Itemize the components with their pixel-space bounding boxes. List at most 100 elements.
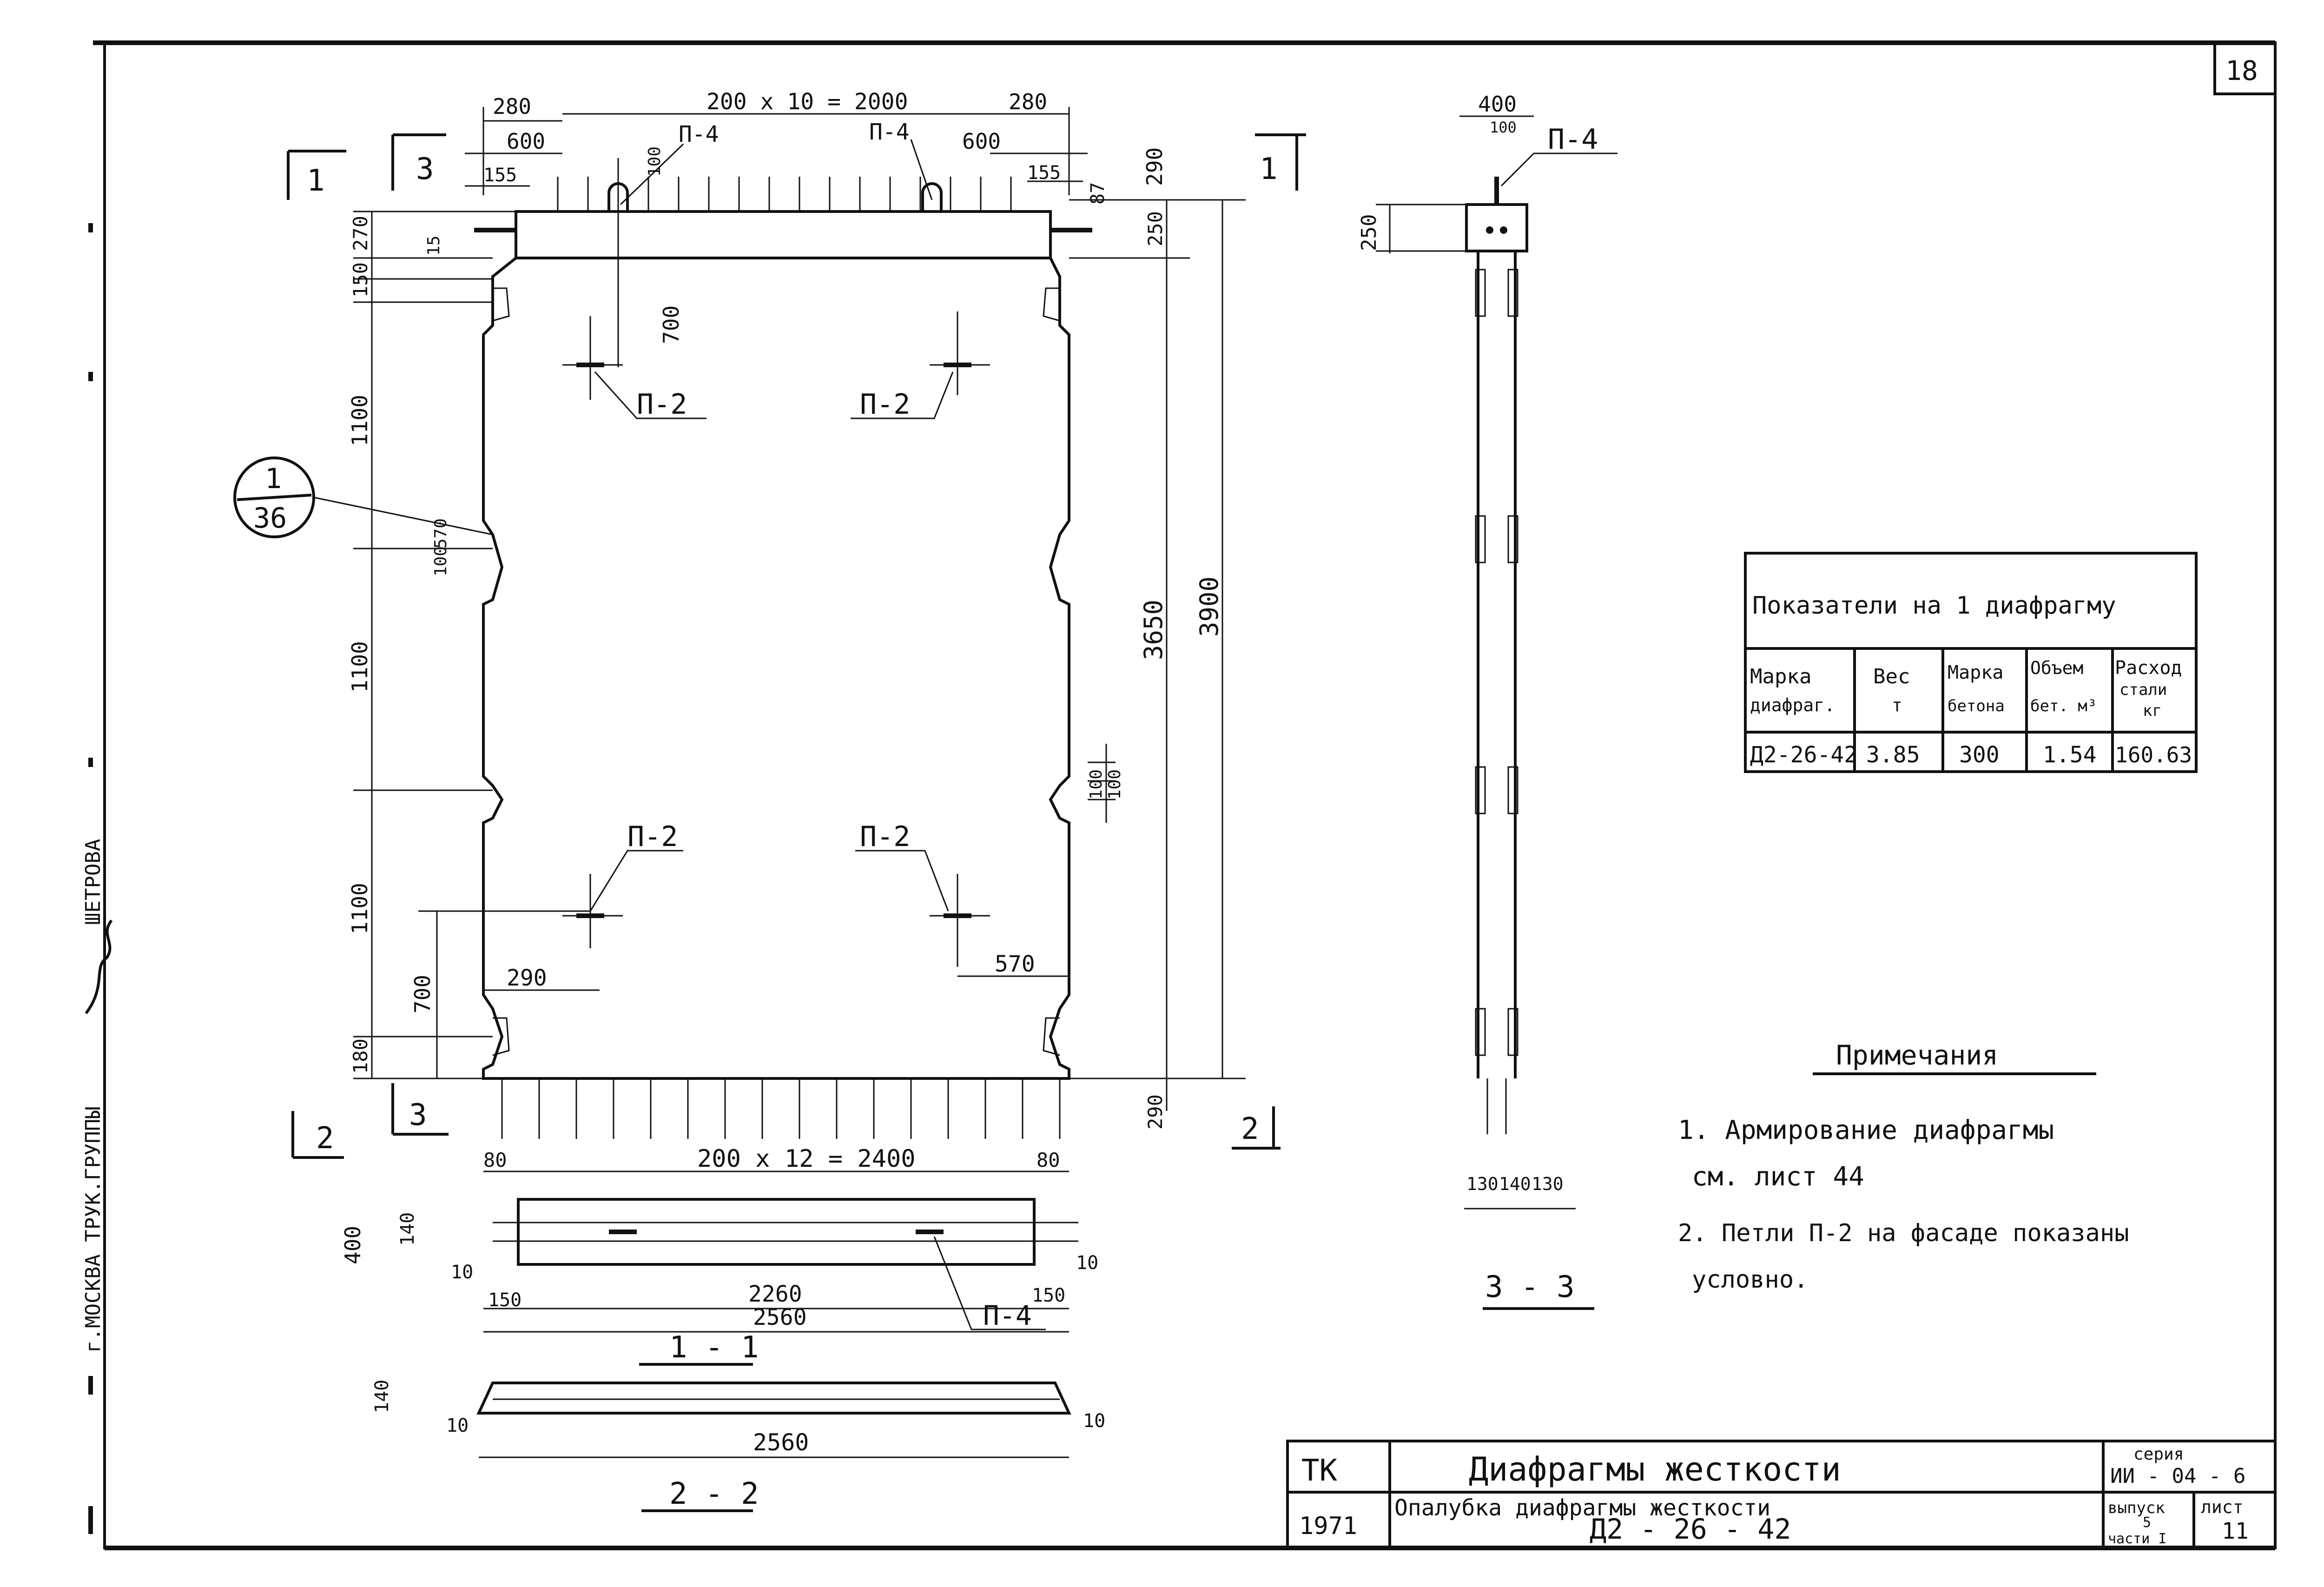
s22-title: 2 - 2: [669, 1477, 759, 1511]
tb-subtitle-2: Д2 - 26 - 42: [1590, 1513, 1791, 1546]
loop-p2-crosshairs: [562, 311, 990, 967]
dim-270: 270: [349, 216, 372, 251]
leader-p2-br: [855, 850, 949, 912]
tb-year: 1971: [1299, 1512, 1357, 1540]
left-dim-ticks: [353, 211, 516, 1079]
callout-divider: [237, 494, 312, 501]
facade-body-outline: [482, 257, 1070, 1080]
top-rebar-comb: [557, 177, 1012, 212]
s11-dim-10-left: 10: [451, 1262, 473, 1283]
s11-label-p4: П-4: [983, 1300, 1032, 1331]
ind-h-volume-2: бет. м³: [2030, 697, 2097, 715]
dim-250-right: 250: [1144, 211, 1167, 246]
callout-top: 1: [265, 463, 282, 495]
dim-570-left: 290: [507, 965, 547, 991]
notch-bl: [492, 1017, 510, 1056]
dim-top-87: 87: [1087, 182, 1109, 205]
dim-3650: 3650: [1139, 600, 1168, 660]
dim-top-280-right: 280: [1009, 89, 1047, 114]
ind-val-mark: Д2-26-42: [1750, 742, 1857, 768]
tb-list-label: лист: [2201, 1497, 2244, 1517]
note-1-line-1: 1. Армирование диафрагмы: [1678, 1115, 2054, 1145]
note-2-line-2: условно.: [1692, 1266, 1808, 1294]
facade-view: П-2 П-2 П-2 П-2 П-4 П-4 280 200 x 10 = 2…: [233, 89, 1306, 1173]
label-p2-bl: П-2: [627, 820, 678, 853]
ind-val-concrete: 300: [1959, 742, 2000, 768]
s22-dim-10-left: 10: [446, 1415, 469, 1436]
callout-bottom: 36: [253, 502, 287, 535]
side-stamp-name: ШЕТРОВА: [81, 839, 105, 925]
callout-leader: [313, 496, 493, 536]
dim-180: 180: [349, 1038, 372, 1074]
dim-top-155-left: 155: [483, 165, 517, 186]
ind-val-volume: 1.54: [2043, 742, 2097, 768]
dim-1100-a: 1100: [347, 395, 372, 446]
s11-outline: [517, 1198, 1036, 1266]
dim-top-600-right: 600: [962, 129, 1001, 154]
ind-val-steel: 160.63: [2115, 742, 2192, 767]
leader-p2-bl: [589, 850, 683, 912]
loop-p4-right: [921, 182, 943, 212]
label-p4-left: П-4: [679, 121, 719, 147]
notes-block: Примечания 1. Армирование диафрагмы см. …: [1678, 1039, 2129, 1294]
s33-head: [1465, 203, 1528, 252]
ind-h-volume-1: Объем: [2030, 658, 2083, 678]
section-markers: [287, 133, 1306, 1159]
ind-h-concrete-1: Марка: [1948, 662, 2003, 683]
tb-vypusk-label: выпуск: [2108, 1499, 2165, 1517]
tb-seria-value: ИИ - 04 - 6: [2110, 1464, 2245, 1488]
ind-h-mark-1: Марка: [1750, 665, 1811, 688]
s33-dim-250: 250: [1357, 214, 1381, 251]
facade-top-cap: [515, 210, 1052, 259]
ind-h-weight-1: Вес: [1873, 665, 1910, 688]
indicators-title: Показатели на 1 диафрагму: [1752, 592, 2116, 620]
tb-list-value: 11: [2222, 1518, 2249, 1544]
dim-700-top-inner: 700: [659, 305, 684, 344]
s33-leader: [1500, 152, 1618, 187]
notes-title: Примечания: [1836, 1039, 1998, 1071]
s11-dim-400: 400: [340, 1226, 365, 1264]
s33-title: 3 - 3: [1485, 1270, 1575, 1304]
dim-top-290: 290: [1142, 147, 1167, 186]
sheet-number-box: [2213, 41, 2277, 95]
signature-mark: [85, 919, 113, 1014]
ind-val-weight: 3.85: [1866, 742, 1920, 768]
s11-dim-140: 140: [397, 1212, 418, 1246]
note-2-line-1: 2. Петли П-2 на фасаде показаны: [1678, 1219, 2129, 1247]
s22-dim-10-right: 10: [1083, 1410, 1105, 1432]
tb-tk: ТК: [1301, 1454, 1338, 1488]
section-2-right: 2: [1241, 1112, 1259, 1146]
dim-1100-c: 1100: [347, 883, 372, 934]
tb-main-title: Диафрагмы жесткости: [1469, 1450, 1841, 1488]
dim-80-right: 80: [1037, 1149, 1060, 1171]
s11-dim-10-right: 10: [1076, 1252, 1098, 1274]
s22-outline: [476, 1382, 1071, 1415]
s22-dim-140: 140: [371, 1380, 393, 1413]
leader-p2-tl: [594, 371, 706, 419]
dim-100-top-inner: 100: [645, 146, 664, 177]
label-p2-br: П-2: [860, 820, 910, 853]
label-p2-tr: П-2: [860, 388, 910, 421]
s33-dim-130-a: 130: [1466, 1174, 1499, 1194]
dim-top-600-left: 600: [507, 129, 545, 154]
dim-100-right-b: 100: [1105, 769, 1124, 800]
ind-h-concrete-2: бетона: [1948, 697, 2005, 715]
s33-keys: [1475, 269, 1519, 1056]
dim-bottom-total: 200 x 12 = 2400: [697, 1145, 916, 1173]
s33-label-p4: П-4: [1548, 123, 1598, 156]
leader-p4-right: [910, 139, 933, 200]
dim-top-280-left: 280: [493, 94, 531, 119]
notch-tr: [1043, 287, 1060, 322]
dim-80-left: 80: [483, 1149, 507, 1171]
right-dim-ticks: [1069, 199, 1246, 1079]
label-p2-tl: П-2: [637, 388, 687, 421]
facade-top-dims: [465, 107, 1088, 195]
s33-bottom-bars: [1486, 1078, 1507, 1134]
s33-dim-130-b: 130: [1532, 1174, 1564, 1194]
dim-570-right: 570: [995, 951, 1035, 977]
section-3-top: 3: [416, 152, 434, 186]
s11-dim-150-right: 150: [1032, 1285, 1065, 1306]
s33-dim-400: 400: [1478, 92, 1517, 117]
ind-h-steel-2: стали: [2119, 681, 2167, 699]
ind-h-mark-2: диафраг.: [1750, 695, 1835, 715]
